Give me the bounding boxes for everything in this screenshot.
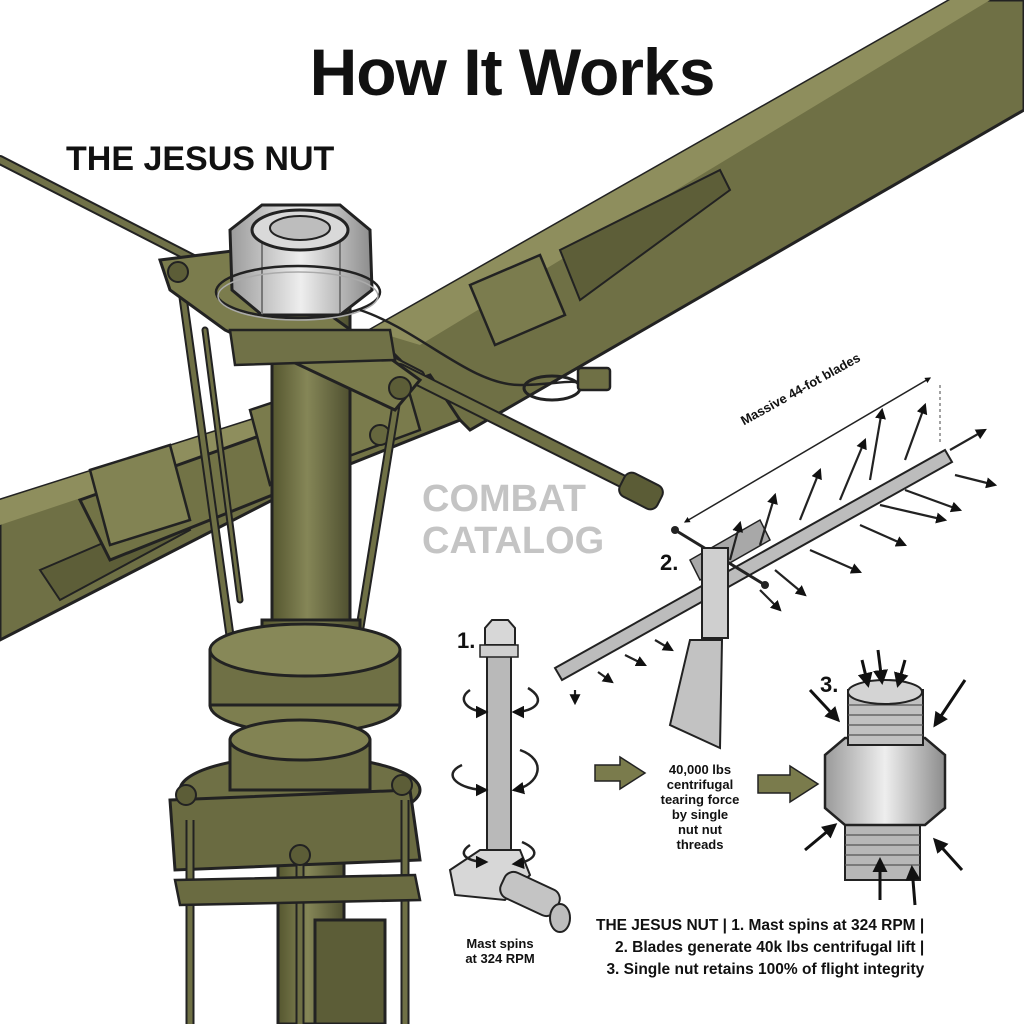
watermark-line: CATALOG [422,520,605,562]
main-rotor-blade-right [367,0,1024,432]
step-3-number: 3. [820,672,839,697]
right-arrow-icon [594,755,647,791]
caption-line: threads [676,837,724,852]
flow-arrows [594,755,820,804]
rotation-arrow-icon [511,748,539,795]
rotation-arrow-icon [511,686,540,719]
page-subtitle: THE JESUS NUT [66,140,335,178]
rotation-arrow-icon [451,763,489,797]
caption-line: at 324 RPM [465,951,535,966]
caption-line: nut nut [677,822,723,837]
caption-line: tearing force [660,792,740,807]
caption-line: by single [671,807,729,822]
caption-line: 40,000 lbs [668,762,732,777]
rotation-arrow-icon [462,843,489,869]
step-1-number: 1. [457,628,476,653]
centrifugal-force-arrows [569,402,998,706]
watermark-line: COMBAT [422,478,586,520]
step-1-caption: Mast spins at 324 RPM [440,936,560,966]
page-title: How It Works [309,35,716,109]
watermark: COMBAT CATALOG [422,478,604,562]
force-caption: 40,000 lbs centrifugal tearing force by … [648,762,752,852]
right-arrow-icon [757,764,820,804]
summary-line: 2. Blades generate 40k lbs centrifugal l… [614,939,925,956]
step-2-number: 2. [660,550,679,575]
jesus-nut [228,203,374,317]
rotation-arrow-icon [511,840,536,870]
compression-arrows [804,649,967,906]
safety-wire [214,264,612,402]
summary-block: THE JESUS NUT | 1. Mast spins at 324 RPM… [596,915,924,981]
transmission-mount [168,774,422,1024]
step3-nut-diagram [804,649,967,906]
step1-mast-diagram [448,619,571,933]
rotation-arrow-icon [462,688,489,719]
caption-line: centrifugal [666,777,734,792]
step1-base-gearbox [448,849,571,933]
caption-line: Mast spins [466,936,534,951]
hub-plates [157,248,423,412]
step2-blade-diagram [553,377,998,750]
summary-line: THE JESUS NUT | 1. Mast spins at 324 RPM… [596,917,925,934]
summary-line: 3. Single nut retains 100% of flight int… [606,961,925,978]
